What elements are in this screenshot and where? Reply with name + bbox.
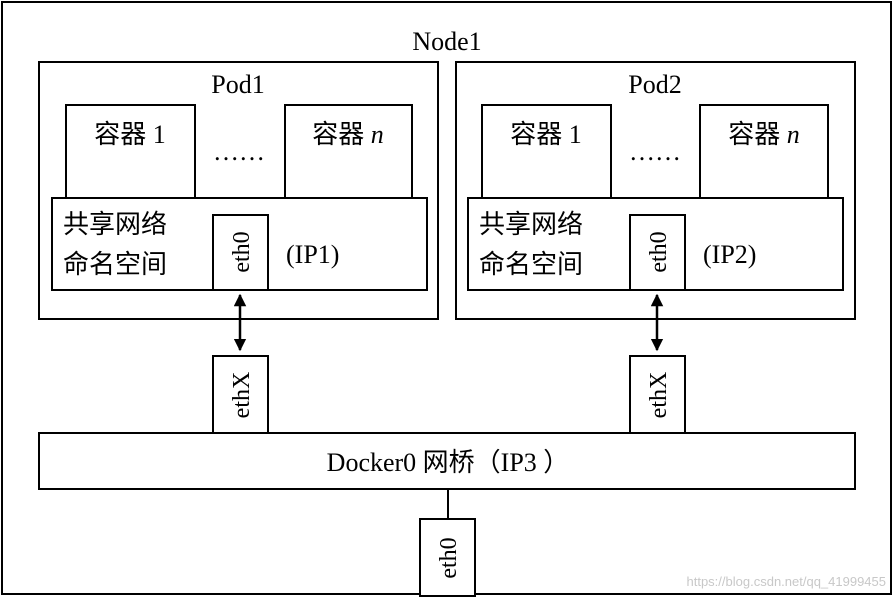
pod-1-eth0-label: eth0 bbox=[229, 231, 255, 272]
pod-2: Pod2 容器 1 …… 容器 n 共享网络 命名空间 eth0 (IP2) bbox=[455, 61, 856, 320]
pod-2-ellipsis: …… bbox=[629, 137, 681, 166]
watermark-text: https://blog.csdn.net/qq_41999455 bbox=[687, 574, 887, 589]
pod-2-eth0-box bbox=[629, 214, 686, 291]
host-eth0-label: eth0 bbox=[436, 537, 462, 578]
pod-1-container-1-box bbox=[65, 104, 196, 199]
pod-1-netns-line-1: 共享网络 bbox=[63, 210, 167, 239]
pod-2-ip-label: (IP2) bbox=[703, 240, 756, 269]
pod-2-ethx-label: ethX bbox=[646, 372, 672, 419]
pod-2-container-1-box bbox=[481, 104, 612, 199]
pod-1-ethx-label: ethX bbox=[229, 372, 255, 419]
pod-1: Pod1 容器 1 …… 容器 n 共享网络 命名空间 eth0 (IP1) bbox=[38, 61, 439, 320]
host-eth0-box bbox=[419, 518, 476, 597]
pod-1-container-n-label: 容器 n bbox=[312, 120, 384, 149]
pod-2-netns-line-2: 命名空间 bbox=[479, 250, 583, 279]
pod-2-label: Pod2 bbox=[628, 70, 681, 99]
pod-2-netns-line-1: 共享网络 bbox=[479, 210, 583, 239]
pod-1-label: Pod1 bbox=[211, 70, 264, 99]
pod-1-eth0-box bbox=[212, 214, 269, 291]
pod-1-container-n-box bbox=[284, 104, 413, 199]
pod-1-ellipsis: …… bbox=[213, 137, 265, 166]
docker0-bridge-label: Docker0 网桥（IP3 ） bbox=[327, 448, 570, 477]
node-label: Node1 bbox=[412, 27, 481, 56]
pod-1-ip-label: (IP1) bbox=[286, 240, 339, 269]
pod-1-ethx-box bbox=[212, 355, 269, 434]
pod-2-container-n-label: 容器 n bbox=[728, 120, 800, 149]
pod-2-container-n-box bbox=[699, 104, 829, 199]
pod-1-netns-line-2: 命名空间 bbox=[63, 250, 167, 279]
pod-2-eth0-label: eth0 bbox=[646, 231, 672, 272]
pod-2-container-1-label: 容器 1 bbox=[510, 120, 582, 149]
pod-1-container-1-label: 容器 1 bbox=[94, 120, 166, 149]
